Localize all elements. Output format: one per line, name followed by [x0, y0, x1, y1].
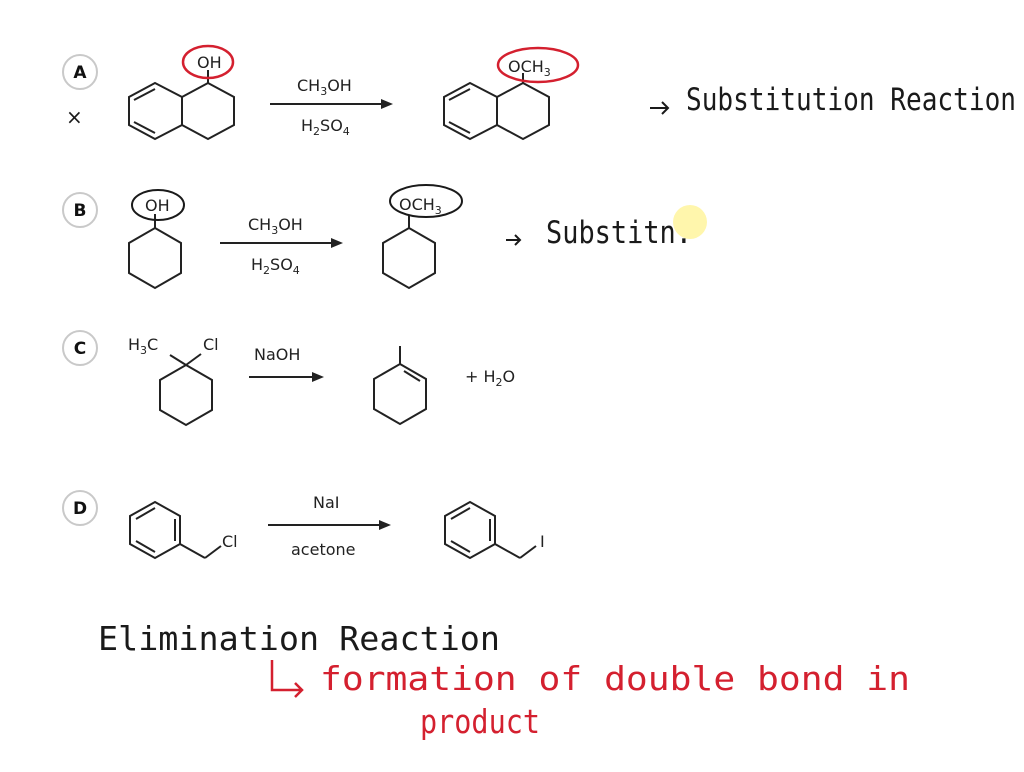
- reactant-d-cl: Cl: [222, 532, 238, 551]
- reagent-a-top: CH3OH: [297, 76, 352, 98]
- black-circle-oh-b: [131, 189, 185, 221]
- label-d: D: [73, 499, 87, 519]
- label-a: A: [73, 63, 87, 83]
- cursor-highlight: [673, 205, 707, 239]
- reactant-c-h3c: H3C: [128, 335, 158, 357]
- substitution-note-a: Substitution Reaction: [686, 82, 1016, 118]
- badge-b[interactable]: B: [62, 192, 98, 228]
- cyclohexyl-ether-product: OCH3: [382, 184, 463, 290]
- red-circle-och3-a: [496, 46, 580, 84]
- product-d-i: I: [540, 532, 545, 551]
- benzyl-iodide-product: I: [444, 500, 545, 560]
- chloro-methylcyclohexane-reactant: H3C Cl: [128, 335, 219, 427]
- cross-mark: ×: [66, 105, 83, 129]
- reactant-b-oh: OH: [145, 196, 170, 215]
- methylcyclohexene-product: [373, 346, 427, 426]
- elimination-definition-line2: product: [420, 702, 540, 741]
- elimination-heading: Elimination Reaction: [98, 619, 500, 658]
- badge-d[interactable]: D: [62, 490, 98, 526]
- tetralol-reactant: OH: [128, 44, 235, 141]
- reaction-a: A × OH CH3OH H2SO4 OCH3: [62, 44, 1016, 141]
- byproduct-water: + H2O: [465, 367, 515, 389]
- reagent-d-bottom: acetone: [291, 540, 356, 559]
- red-hook-arrow: [270, 660, 304, 698]
- label-c: C: [74, 339, 86, 359]
- reaction-c: C H3C Cl NaOH + H2O: [62, 330, 515, 427]
- reagent-b-top: CH3OH: [248, 215, 303, 237]
- tetralin-ether-product: OCH3: [443, 46, 580, 141]
- benzyl-chloride-reactant: Cl: [129, 500, 238, 560]
- handwritten-notes: Elimination Reaction formation of double…: [98, 619, 910, 741]
- reactant-a-oh: OH: [197, 53, 222, 72]
- product-b-och3: OCH3: [399, 195, 442, 217]
- red-circle-oh-a: [181, 44, 235, 80]
- cyclohexanol-reactant: OH: [128, 189, 185, 290]
- reagent-b-bottom: H2SO4: [251, 255, 300, 277]
- product-a-och3: OCH3: [508, 57, 551, 79]
- substitution-note-b: Substitn.: [546, 215, 692, 251]
- black-circle-och3-b: [389, 184, 463, 218]
- note-arrow-b: [506, 234, 522, 246]
- reagent-c: NaOH: [254, 345, 300, 364]
- reagent-d-top: NaI: [313, 493, 340, 512]
- reactant-c-cl: Cl: [203, 335, 219, 354]
- badge-a[interactable]: A: [62, 54, 98, 90]
- note-b: Substitn.: [506, 205, 707, 251]
- badge-c[interactable]: C: [62, 330, 98, 366]
- reaction-d: D Cl NaI acetone I: [62, 490, 545, 560]
- reagent-a-bottom: H2SO4: [301, 116, 350, 138]
- note-arrow-a: [650, 101, 670, 115]
- label-b: B: [74, 201, 87, 221]
- reaction-b: B OH CH3OH H2SO4 OCH3 Substitn.: [62, 184, 707, 290]
- elimination-definition-line1: formation of double bond in: [320, 659, 910, 698]
- note-a: Substitution Reaction: [650, 82, 1016, 118]
